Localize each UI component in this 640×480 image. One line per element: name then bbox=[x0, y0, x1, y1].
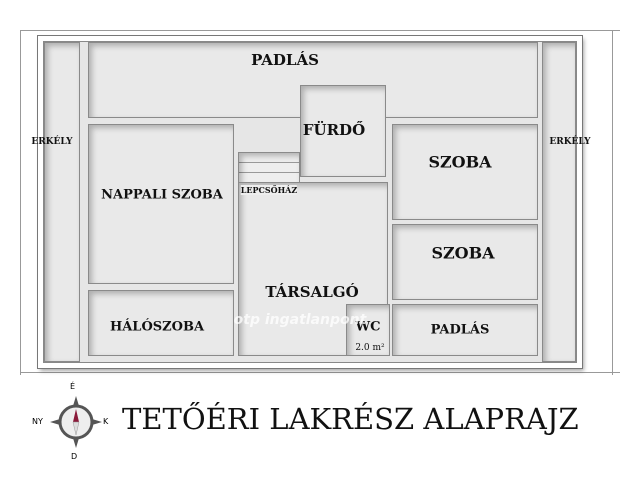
label-padlas-top: PADLÁS bbox=[251, 51, 319, 69]
szoba-1 bbox=[392, 124, 538, 220]
compass: É D K NY bbox=[32, 382, 108, 472]
compass-north: É bbox=[70, 382, 76, 391]
furdo bbox=[300, 85, 386, 177]
haloszoba bbox=[88, 290, 234, 356]
label-lepcsohaz: LEPCSŐHÁZ bbox=[240, 185, 298, 195]
label-erkely-right: ERKÉLY bbox=[549, 137, 591, 147]
compass-east: K bbox=[103, 417, 109, 426]
compass-rose-icon bbox=[50, 396, 102, 448]
dimension-line bbox=[20, 30, 620, 31]
label-furdo: FÜRDŐ bbox=[302, 121, 366, 139]
erkely-left bbox=[44, 42, 80, 362]
compass-south: D bbox=[71, 452, 78, 461]
dimension-line bbox=[20, 372, 620, 373]
szoba-2 bbox=[392, 224, 538, 300]
wc bbox=[346, 304, 390, 356]
plan-title: TETŐÉRI LAKRÉSZ ALAPRAJZ bbox=[122, 402, 579, 436]
padlas-small bbox=[392, 304, 538, 356]
dimension-line bbox=[20, 30, 21, 375]
label-erkely-left: ERKÉLY bbox=[31, 137, 73, 147]
watermark: otp ingatlanpont bbox=[233, 312, 367, 328]
label-wc-area: 2.0 m² bbox=[355, 343, 385, 353]
label-haloszoba: HÁLÓSZOBA bbox=[109, 319, 205, 335]
label-szoba-2: SZOBA bbox=[431, 243, 495, 263]
label-tarsalgo: TÁRSALGÓ bbox=[265, 283, 359, 301]
label-padlas-small: PADLÁS bbox=[430, 322, 490, 338]
label-nappali: NAPPALI SZOBA bbox=[101, 187, 223, 203]
erkely-right bbox=[542, 42, 576, 362]
compass-west: NY bbox=[32, 417, 43, 426]
dimension-line bbox=[612, 30, 613, 375]
label-wc: WC bbox=[355, 319, 381, 335]
nappali-szoba bbox=[88, 124, 234, 284]
label-szoba-1: SZOBA bbox=[428, 152, 492, 172]
